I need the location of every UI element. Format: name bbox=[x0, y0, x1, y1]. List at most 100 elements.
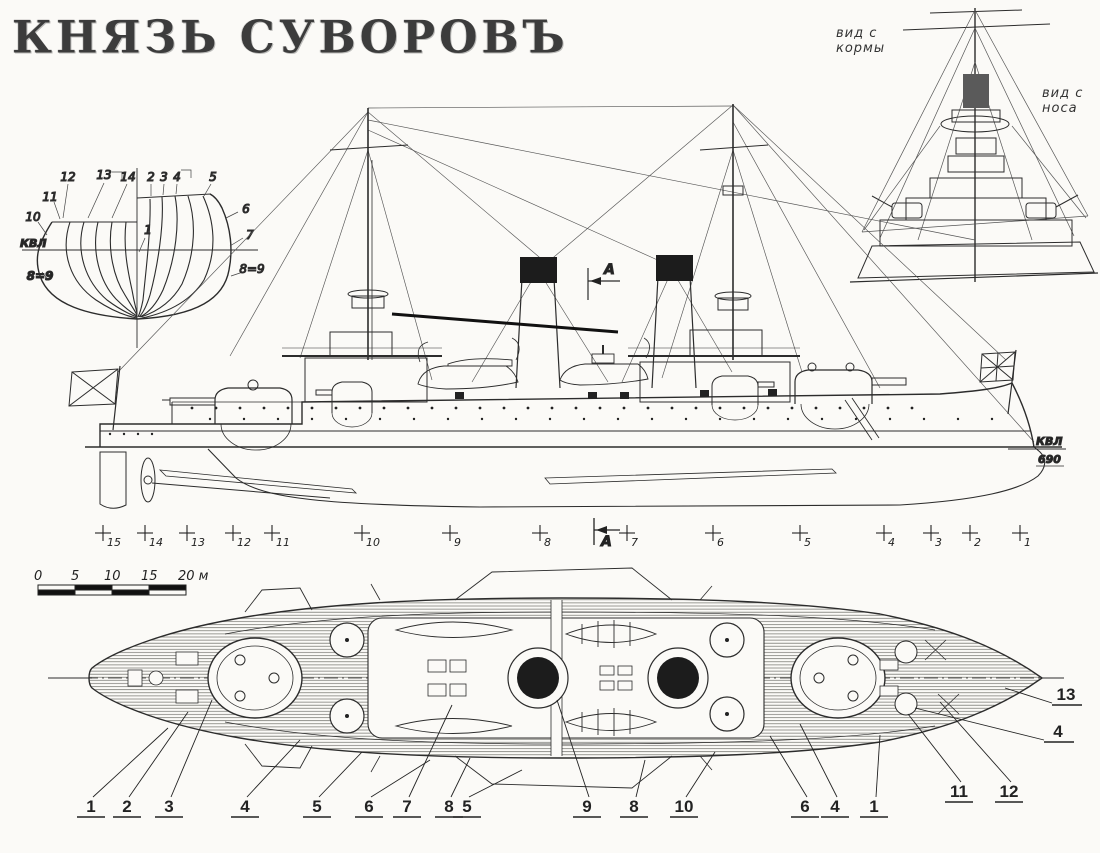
forward-superstructure bbox=[628, 329, 880, 441]
plan-callout-number: 4 bbox=[830, 797, 840, 816]
plan-view-drawing bbox=[48, 567, 1064, 789]
forward-main-turret bbox=[794, 362, 907, 430]
body-plan-label-5: 5 bbox=[209, 170, 217, 184]
station-number: 4 bbox=[888, 536, 895, 549]
plan-callout-number: 4 bbox=[240, 797, 250, 816]
body-plan-label-2: 2 bbox=[147, 170, 155, 184]
station-number: 7 bbox=[631, 536, 638, 549]
station-mark: 5 bbox=[792, 525, 811, 549]
station-number: 8 bbox=[544, 536, 551, 549]
plan-callout: 9 bbox=[556, 699, 601, 818]
station-mark: 1 bbox=[1012, 525, 1031, 549]
plan-callout-number: 1 bbox=[869, 797, 878, 816]
ship-title: КНЯЗЬ СУВОРОВЪ bbox=[12, 11, 569, 64]
plan-callout-number: 1 bbox=[86, 797, 95, 816]
plan-callout: 7 bbox=[393, 704, 453, 818]
aft-funnel bbox=[515, 257, 561, 389]
plan-callout-number: 2 bbox=[122, 797, 131, 816]
station-number: 9 bbox=[454, 536, 461, 549]
station-mark: 13 bbox=[179, 525, 205, 549]
plan-callout: 1 bbox=[77, 727, 169, 818]
stern-view-label: вид с кормы bbox=[836, 26, 885, 56]
plan-callout: 11 bbox=[907, 713, 973, 803]
station-number: 3 bbox=[935, 536, 942, 549]
body-plan-label-3: 3 bbox=[160, 170, 168, 184]
bow-view-label-line2: носа bbox=[1042, 101, 1078, 116]
plan-callout-number: 6 bbox=[800, 797, 809, 816]
section-label-upper: А bbox=[603, 262, 615, 278]
plan-funnels bbox=[507, 647, 709, 709]
forward-funnel bbox=[651, 255, 697, 389]
plan-callout-number: 6 bbox=[364, 797, 373, 816]
body-plan-label-4: 4 bbox=[173, 170, 181, 184]
body-plan-label-10: 10 bbox=[25, 210, 41, 224]
scale-tick-10: 10 bbox=[104, 569, 121, 584]
station-number: 5 bbox=[804, 536, 811, 549]
station-number: 15 bbox=[107, 536, 121, 549]
side-waterline-label: КВЛ bbox=[1036, 435, 1063, 448]
plan-callout: 4 bbox=[799, 723, 849, 818]
aft-superstructure bbox=[282, 331, 442, 403]
side-view-drawing: А КВЛ 690 bbox=[68, 104, 1066, 509]
station-number: 1 bbox=[1024, 536, 1031, 549]
casemate-guns bbox=[455, 389, 777, 399]
body-plan-label-12: 12 bbox=[60, 170, 75, 184]
bow-view-label: вид с носа bbox=[1042, 86, 1083, 116]
station-mark: 2 bbox=[962, 525, 981, 549]
bow-waterline-labels: КВЛ 690 bbox=[1008, 435, 1066, 467]
body-plan-label-6: 6 bbox=[242, 202, 250, 216]
body-plan-label-1: 1 bbox=[144, 223, 152, 237]
body-plan-label-8-9-right: 8=9 bbox=[239, 262, 264, 276]
station-mark: 3 bbox=[923, 525, 942, 549]
plan-callout-number: 5 bbox=[462, 797, 471, 816]
plan-callout-number: 9 bbox=[582, 797, 591, 816]
plan-callout-number: 5 bbox=[312, 797, 321, 816]
station-mark: 8 bbox=[532, 525, 551, 549]
plan-callout-right: 13 bbox=[1004, 685, 1082, 706]
plan-callout-number: 10 bbox=[675, 797, 694, 816]
rigging-lines bbox=[117, 104, 1035, 443]
body-plan-label-13: 13 bbox=[96, 168, 111, 182]
plan-forward-turret bbox=[790, 637, 886, 719]
plan-callout-number: 7 bbox=[402, 797, 411, 816]
scale-end-label: 20 м bbox=[178, 569, 209, 584]
station-mark: 6 bbox=[705, 525, 724, 549]
station-number: 6 bbox=[717, 536, 724, 549]
body-plan-waterline-label: КВЛ bbox=[20, 237, 47, 250]
porthole-rows bbox=[108, 406, 994, 436]
plan-callout: 1 bbox=[860, 734, 888, 818]
body-plan-label-14: 14 bbox=[120, 170, 135, 184]
station-number: 2 bbox=[974, 536, 981, 549]
plan-boats bbox=[394, 620, 658, 736]
scale-tick-15: 15 bbox=[141, 569, 158, 584]
plan-callout: 6 bbox=[769, 735, 819, 818]
ship-boats bbox=[417, 337, 650, 390]
mainmast bbox=[329, 108, 619, 360]
station-mark: 7 bbox=[619, 525, 638, 549]
section-label-lower: А bbox=[600, 534, 612, 550]
station-mark: 9 bbox=[442, 525, 461, 549]
foremast bbox=[699, 104, 769, 360]
station-mark: 14 bbox=[137, 525, 163, 549]
station-mark: 12 bbox=[225, 525, 251, 549]
side-draft-label: 690 bbox=[1038, 453, 1061, 466]
plan-callout: 10 bbox=[670, 751, 716, 818]
plan-aft-turret bbox=[207, 637, 303, 719]
station-number: 11 bbox=[276, 536, 290, 549]
plan-callout: 5 bbox=[303, 751, 363, 818]
bow-jack-flag bbox=[979, 349, 1017, 415]
plan-callout-number: 4 bbox=[1053, 722, 1063, 741]
plan-callout-number: 12 bbox=[1000, 782, 1019, 801]
scale-tick-0: 0 bbox=[34, 569, 42, 584]
plan-callout-right: 4 bbox=[914, 707, 1074, 743]
section-marker-upper: А bbox=[587, 262, 620, 300]
station-mark: 15 bbox=[95, 525, 121, 549]
plan-callout: 2 bbox=[113, 711, 189, 818]
plan-callout: 12 bbox=[939, 701, 1023, 803]
body-plan-label-8-9-left: 8=9 bbox=[27, 269, 54, 283]
plan-secondary-turrets bbox=[329, 622, 918, 734]
